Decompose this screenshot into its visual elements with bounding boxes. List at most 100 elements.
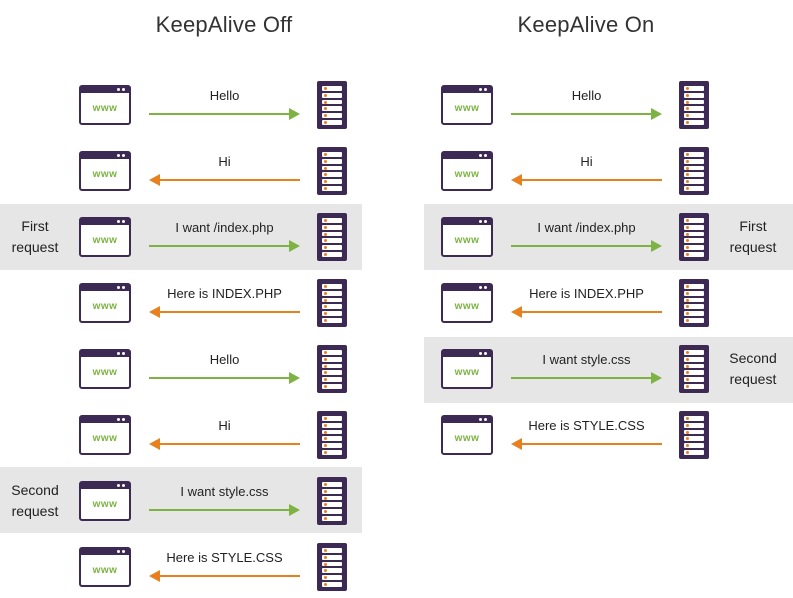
server-slot (322, 429, 342, 435)
arrow-head (289, 372, 300, 384)
message-label: Hello (209, 88, 240, 103)
response-arrow (149, 306, 300, 318)
server-slot (322, 318, 342, 323)
arrow-head (651, 372, 662, 384)
browser-dot (479, 154, 482, 157)
server-slot (322, 548, 342, 553)
second-request-label-text: Second request (729, 350, 777, 387)
request-arrow (149, 504, 300, 516)
browser-title-bar (443, 285, 491, 291)
first-request-label-text: First request (11, 218, 59, 255)
server-slot (322, 99, 342, 105)
server-slot (684, 172, 704, 178)
server-slot (322, 284, 342, 289)
browser-title-bar (443, 351, 491, 357)
server-slot (684, 450, 704, 455)
server-slot (684, 224, 704, 230)
arrow-head (149, 306, 160, 318)
server-slot (684, 416, 704, 421)
server-slot (322, 224, 342, 230)
browser-window-icon: www (79, 283, 131, 323)
server-slot (322, 554, 342, 560)
server-slot (322, 350, 342, 355)
server-slot (684, 370, 704, 376)
server-slot (684, 86, 704, 91)
arrow-line (511, 245, 652, 247)
browser-dot (484, 154, 487, 157)
first-request-label-text: First request (729, 218, 777, 255)
server-slot (322, 384, 342, 389)
server-slot (322, 509, 342, 515)
browser-title-bar (81, 417, 129, 423)
server-slot (322, 377, 342, 383)
server-slot (322, 245, 342, 251)
browser-window-icon: www (79, 547, 131, 587)
server-slot (322, 568, 342, 574)
browser-window-icon: www (441, 151, 493, 191)
second-request-label-on: Second request (718, 348, 788, 390)
server-slot (322, 179, 342, 185)
request-arrow (149, 108, 300, 120)
browser-window-icon: www (441, 283, 493, 323)
server-slot (322, 561, 342, 567)
response-arrow (149, 438, 300, 450)
browser-dot (117, 418, 120, 421)
server-slot (684, 231, 704, 237)
browser-dot (117, 88, 120, 91)
server-slot (684, 443, 704, 449)
arrow-line (149, 377, 290, 379)
server-rack-icon (317, 543, 347, 591)
arrow-line (521, 179, 662, 181)
server-slot (322, 186, 342, 191)
browser-dot (479, 418, 482, 421)
server-slot (322, 356, 342, 362)
request-arrow (149, 240, 300, 252)
server-rack-icon (317, 411, 347, 459)
arrow-head (289, 504, 300, 516)
server-slot (322, 113, 342, 119)
server-slot (684, 92, 704, 98)
server-slot (684, 252, 704, 257)
server-slot (322, 120, 342, 125)
browser-www-label: www (92, 235, 118, 246)
server-slot (684, 179, 704, 185)
first-request-label-off: First request (0, 216, 70, 258)
browser-dot (122, 550, 125, 553)
browser-title-bar (443, 219, 491, 225)
server-slot (322, 436, 342, 442)
browser-dot (122, 154, 125, 157)
message-label: Hi (218, 418, 231, 433)
arrow-head (511, 306, 522, 318)
arrow-line (149, 509, 290, 511)
browser-www-label: www (92, 169, 118, 180)
server-rack-icon (679, 81, 709, 129)
arrow-head (149, 570, 160, 582)
server-slot (684, 356, 704, 362)
server-slot (684, 384, 704, 389)
message-label: Hi (218, 154, 231, 169)
server-slot (322, 158, 342, 164)
browser-window-icon: www (79, 85, 131, 125)
server-rack-icon (317, 477, 347, 525)
server-slot (684, 304, 704, 310)
server-slot (322, 304, 342, 310)
server-slot (322, 450, 342, 455)
server-slot (684, 297, 704, 303)
server-rack-icon (317, 345, 347, 393)
browser-www-label: www (92, 433, 118, 444)
server-slot (684, 218, 704, 223)
arrow-head (149, 438, 160, 450)
server-slot (684, 165, 704, 171)
server-slot (322, 92, 342, 98)
server-slot (684, 422, 704, 428)
server-slot (684, 152, 704, 157)
browser-dot (479, 88, 482, 91)
keepalive-off-title: KeepAlive Off (155, 12, 293, 37)
second-request-label-off: Second request (0, 480, 70, 522)
server-slot (322, 297, 342, 303)
server-slot (322, 165, 342, 171)
response-arrow (511, 438, 662, 450)
browser-title-bar (81, 153, 129, 159)
browser-window-icon: www (79, 217, 131, 257)
server-slot (322, 86, 342, 91)
